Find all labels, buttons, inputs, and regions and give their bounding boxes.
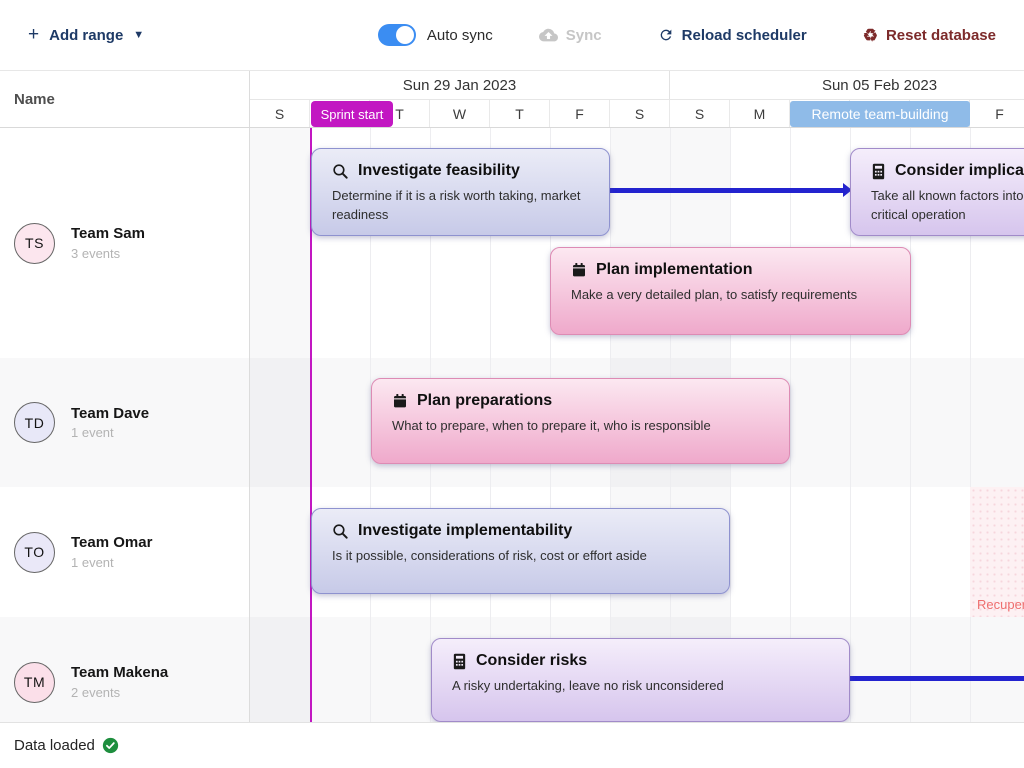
day-header-row: S M T W T F S S M T W T F Sprint start R… (250, 100, 1024, 127)
event-investigate-implementability[interactable]: Investigate implementability Is it possi… (311, 508, 730, 594)
search-icon (332, 523, 349, 540)
event-title: Plan implementation (596, 261, 753, 278)
calendar-icon (571, 262, 587, 278)
day-header-cell: S (250, 100, 310, 127)
refresh-icon (658, 27, 674, 43)
event-title: Investigate implementability (358, 522, 573, 539)
resource-event-count: 1 event (71, 554, 114, 570)
avatar: TS (14, 222, 55, 264)
grid-line (790, 128, 791, 722)
resource-event-count: 3 events (71, 245, 121, 261)
resource-name: Team Omar (71, 534, 153, 552)
resource-name: Team Dave (71, 404, 150, 422)
event-description: A risky undertaking, leave no risk uncon… (452, 678, 724, 693)
status-bar: Data loaded (0, 723, 1024, 768)
resource-name: Team Makena (71, 664, 169, 682)
event-plan-implementation[interactable]: Plan implementation Make a very detailed… (550, 247, 911, 335)
plus-icon: + (28, 24, 40, 45)
scheduler-body: TS Team Sam 3 events TD Team Dave 1 even… (0, 128, 1024, 723)
calendar-icon (392, 393, 408, 409)
add-range-button[interactable]: + Add range ▼ (28, 24, 144, 46)
resource-event-count: 1 event (71, 425, 114, 441)
search-icon (332, 163, 349, 180)
add-range-label: Add range (49, 26, 124, 44)
week-header-cell: Sun 29 Jan 2023 (250, 71, 670, 99)
check-circle-icon (102, 737, 119, 754)
avatar: TM (14, 661, 55, 703)
event-investigate-feasibility[interactable]: Investigate feasibility Determine if it … (311, 148, 610, 236)
day-header-cell: W (430, 100, 490, 127)
name-column-header: Name (0, 71, 250, 127)
day-header-cell: F (550, 100, 610, 127)
grid-header: Name Sun 29 Jan 2023 Sun 05 Feb 2023 S M… (0, 71, 1024, 128)
grid-line (850, 128, 851, 722)
resource-row-team-dave[interactable]: TD Team Dave 1 event (0, 358, 249, 487)
resource-name: Team Sam (71, 225, 145, 243)
reset-database-label: Reset database (885, 26, 996, 44)
resource-row-team-makena[interactable]: TM Team Makena 2 events (0, 617, 249, 722)
auto-sync-group: Auto sync (377, 24, 493, 46)
grid-line (910, 128, 911, 722)
event-description: Take all known factors into consideratio… (871, 188, 1024, 222)
dependency-line (850, 676, 1024, 681)
toggle-knob (395, 26, 414, 44)
day-header-cell: S (670, 100, 730, 127)
reload-scheduler-label: Reload scheduler (681, 26, 807, 44)
reload-scheduler-button[interactable]: Reload scheduler (658, 27, 807, 44)
auto-sync-toggle[interactable] (377, 24, 416, 46)
event-description: Determine if it is a risk worth taking, … (332, 188, 581, 222)
resource-panel: TS Team Sam 3 events TD Team Dave 1 even… (0, 128, 250, 722)
sprint-start-line (310, 128, 312, 722)
sync-button[interactable]: Sync (538, 26, 602, 44)
recuperation-time-range[interactable]: Recuperation (970, 487, 1024, 617)
chevron-down-icon: ▼ (133, 29, 145, 41)
day-header-cell: T (490, 100, 550, 127)
resource-row-team-sam[interactable]: TS Team Sam 3 events (0, 128, 249, 358)
timeline-area: Recuperation Investigate feasibility Det… (250, 128, 1024, 722)
event-description: Make a very detailed plan, to satisfy re… (571, 287, 858, 302)
dependency-line (610, 188, 844, 193)
remote-team-building-range-label[interactable]: Remote team-building (790, 101, 970, 127)
event-title: Investigate feasibility (358, 162, 520, 179)
dependency-arrow-icon (843, 183, 852, 197)
auto-sync-label: Auto sync (426, 26, 493, 44)
avatar: TD (14, 402, 55, 443)
event-consider-risks[interactable]: Consider risks A risky undertaking, leav… (431, 638, 850, 722)
timeline-header: Sun 29 Jan 2023 Sun 05 Feb 2023 S M T W … (250, 71, 1024, 127)
event-title: Plan preparations (417, 392, 553, 409)
event-plan-preparations[interactable]: Plan preparations What to prepare, when … (371, 378, 790, 464)
calculator-icon (871, 163, 886, 180)
recuperation-label: Recuperation (977, 597, 1024, 612)
event-title: Consider risks (476, 652, 588, 669)
event-title: Consider implications (895, 162, 1024, 179)
resource-row-team-omar[interactable]: TO Team Omar 1 event (0, 487, 249, 617)
day-header-cell: S (610, 100, 670, 127)
day-header-cell: T (370, 100, 430, 127)
sprint-start-range-label[interactable]: Sprint start (311, 101, 393, 127)
event-description: Is it possible, considerations of risk, … (332, 548, 647, 563)
toolbar: + Add range ▼ Auto sync Sync Reload sche… (0, 0, 1024, 71)
calculator-icon (452, 653, 467, 670)
event-description: What to prepare, when to prepare it, who… (392, 418, 711, 433)
grid-line (370, 128, 371, 722)
week-header-row: Sun 29 Jan 2023 Sun 05 Feb 2023 (250, 71, 1024, 100)
resource-event-count: 2 events (71, 684, 121, 700)
reset-database-button[interactable]: ♻ Reset database (863, 27, 996, 44)
cloud-upload-icon (538, 28, 558, 43)
grid-line (970, 128, 971, 722)
status-text: Data loaded (14, 737, 95, 754)
day-header-cell: F (970, 100, 1024, 127)
recycle-icon: ♻ (862, 25, 878, 45)
week-header-cell: Sun 05 Feb 2023 (670, 71, 1024, 99)
avatar: TO (14, 531, 55, 573)
day-header-cell: M (730, 100, 790, 127)
sync-label: Sync (565, 26, 602, 44)
event-consider-implications[interactable]: Consider implications Take all known fac… (850, 148, 1024, 236)
weekend-shade (250, 128, 310, 722)
